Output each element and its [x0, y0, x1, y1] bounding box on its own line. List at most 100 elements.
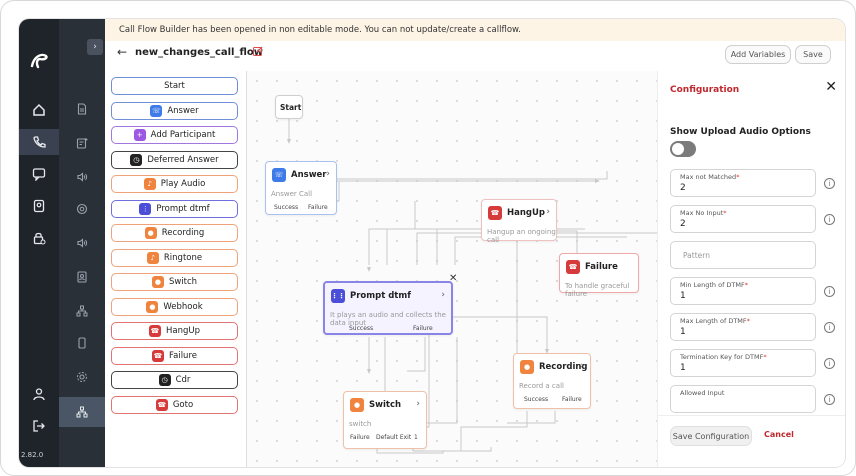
document-icon[interactable]: [59, 99, 105, 119]
max-not-matched-field[interactable]: Max not Matched* 2: [670, 169, 816, 197]
pattern-placeholder: Pattern: [683, 251, 710, 260]
prompt-dtmf-node[interactable]: ⋮⋮Prompt dtmf › It plays an audio and co…: [323, 281, 453, 335]
info-icon[interactable]: i: [824, 358, 835, 369]
palette-item-failure[interactable]: ☎Failure: [111, 346, 238, 365]
upload-audio-toggle[interactable]: [670, 141, 696, 157]
support-icon[interactable]: [59, 199, 105, 219]
field-label: Max not Matched*: [680, 173, 739, 181]
chevron-right-icon[interactable]: ›: [416, 399, 420, 409]
palette-item-play-audio[interactable]: ♪Play Audio: [111, 175, 238, 193]
field-value: 2: [680, 219, 686, 229]
expand-sidebar-button[interactable]: ›: [87, 39, 103, 55]
palette-item-answer[interactable]: ☏Answer: [111, 101, 238, 120]
mic-icon: ●: [144, 227, 157, 239]
settings-gear-icon[interactable]: [59, 367, 105, 387]
add-variables-button[interactable]: Add Variables: [725, 45, 791, 64]
palette-item-add-participant[interactable]: +Add Participant: [111, 126, 238, 144]
field-value: 2: [680, 183, 686, 193]
info-icon[interactable]: i: [824, 178, 835, 189]
save-button[interactable]: Save: [795, 45, 831, 64]
chat-icon[interactable]: [19, 163, 59, 185]
info-icon[interactable]: i: [824, 394, 835, 405]
user-plus-icon: +: [133, 129, 146, 141]
home-icon[interactable]: [19, 99, 59, 121]
cancel-button[interactable]: Cancel: [764, 430, 794, 439]
prompt-success-port: Success: [349, 325, 374, 332]
note-add-icon[interactable]: [59, 133, 105, 153]
network-icon[interactable]: [59, 301, 105, 321]
hangup-icon: ☎: [152, 349, 165, 362]
palette-item-start[interactable]: Start: [111, 77, 238, 95]
palette-item-hangup[interactable]: ☎HangUp: [111, 322, 238, 340]
answer-success-port: Success: [274, 204, 299, 211]
chevron-right-icon[interactable]: ›: [546, 207, 550, 217]
max-no-input-field[interactable]: Max No Input*2: [670, 205, 816, 233]
palette-item-cdr[interactable]: ◷Cdr: [111, 371, 238, 389]
chevron-right-icon[interactable]: ›: [326, 169, 330, 179]
palette-item-ringtone[interactable]: ♪Ringtone: [111, 248, 238, 267]
lock-settings-icon[interactable]: [19, 227, 59, 249]
audio-icon[interactable]: [59, 233, 105, 253]
palette-item-recording[interactable]: ●Recording: [111, 224, 238, 242]
field-label-text: Max Length of DTMF: [680, 317, 747, 325]
palette-item-label: Prompt dtmf: [156, 203, 210, 214]
info-icon[interactable]: i: [824, 286, 835, 297]
speaker-icon[interactable]: [59, 167, 105, 187]
call-flow-nav-icon[interactable]: [59, 397, 105, 427]
failure-node[interactable]: ☎Failure To handle graceful failure: [559, 253, 639, 298]
main-content: Call Flow Builder has been opened in non…: [105, 19, 845, 467]
keypad-icon: ⋮: [139, 202, 152, 215]
field-value: 1: [680, 363, 686, 373]
hangup-node[interactable]: ☎HangUp › Hangup an ongoing call: [481, 199, 557, 244]
max-length-of-dtmf-field[interactable]: Max Length of DTMF*1: [670, 313, 816, 341]
answer-node[interactable]: ☏Answer › Answer Call Success Failure: [265, 161, 337, 215]
palette-item-label: Deferred Answer: [147, 154, 219, 165]
allowed-input-field[interactable]: Allowed Input: [670, 385, 816, 413]
field-label-text: Min Length of DTMF: [680, 281, 745, 289]
edit-icon[interactable]: [253, 46, 263, 59]
app-logo-icon: [27, 49, 51, 73]
recording-success-port: Success: [524, 396, 549, 403]
switch-node[interactable]: ●Switch › switch Failure Default Exit 1: [343, 391, 427, 449]
secondary-rail: ›: [59, 19, 105, 467]
palette-item-switch[interactable]: ●Switch: [111, 273, 238, 291]
answer-failure-port: Failure: [308, 204, 328, 211]
user-profile-icon[interactable]: [19, 383, 59, 405]
mic-icon: ●: [151, 276, 164, 288]
hangup-node-desc: Hangup an ongoing call: [487, 228, 556, 244]
keypad-icon: ⋮⋮: [331, 289, 345, 303]
start-node[interactable]: Start: [275, 95, 303, 119]
save-configuration-button[interactable]: Save Configuration: [670, 426, 752, 446]
logout-icon[interactable]: [19, 415, 59, 437]
field-label-text: Max not Matched: [680, 173, 737, 181]
answer-node-desc: Answer Call: [271, 190, 313, 198]
recording-node[interactable]: ●Recording › Record a call Success Failu…: [513, 353, 591, 409]
contact-card-icon[interactable]: [59, 267, 105, 287]
palette-item-webhook[interactable]: ●Webhook: [111, 297, 238, 316]
termination-key-for-dtmf-field[interactable]: Termination Key for DTMF*1: [670, 349, 816, 377]
switch-case-port: 1: [414, 434, 418, 441]
close-icon[interactable]: ✕: [825, 79, 837, 95]
info-icon[interactable]: i: [824, 322, 835, 333]
back-arrow-icon[interactable]: ←: [117, 45, 128, 59]
contacts-icon[interactable]: [19, 195, 59, 217]
palette-item-goto[interactable]: ☎Goto: [111, 395, 238, 414]
config-title: Configuration: [670, 85, 740, 95]
mobile-icon[interactable]: [59, 333, 105, 353]
pattern-field[interactable]: Pattern: [670, 241, 816, 269]
flow-canvas[interactable]: Start ☏Answer › Answer Call Success Fail…: [247, 71, 657, 467]
node-palette: Start ☏Answer +Add Participant ◷Deferred An…: [105, 71, 247, 467]
chevron-right-icon[interactable]: ›: [441, 290, 445, 300]
title-bar: ← new_changes_call_flow Add Variables Sa…: [105, 41, 845, 69]
upload-audio-label: Show Upload Audio Options: [670, 127, 811, 137]
palette-item-prompt-dtmf[interactable]: ⋮ Prompt dtmf: [111, 199, 238, 218]
required-marker: *: [723, 209, 727, 217]
palette-item-deferred-answer[interactable]: ◷Deferred Answer: [111, 150, 238, 169]
palette-item-label: Goto: [172, 399, 194, 410]
info-icon[interactable]: i: [824, 214, 835, 225]
min-length-of-dtmf-field[interactable]: Min Length of DTMF*1: [670, 277, 816, 305]
delete-node-icon[interactable]: ✕: [449, 273, 458, 284]
call-icon[interactable]: [19, 129, 59, 155]
flow-name: new_changes_call_flow: [135, 47, 263, 58]
chevron-right-icon[interactable]: ›: [580, 361, 584, 371]
